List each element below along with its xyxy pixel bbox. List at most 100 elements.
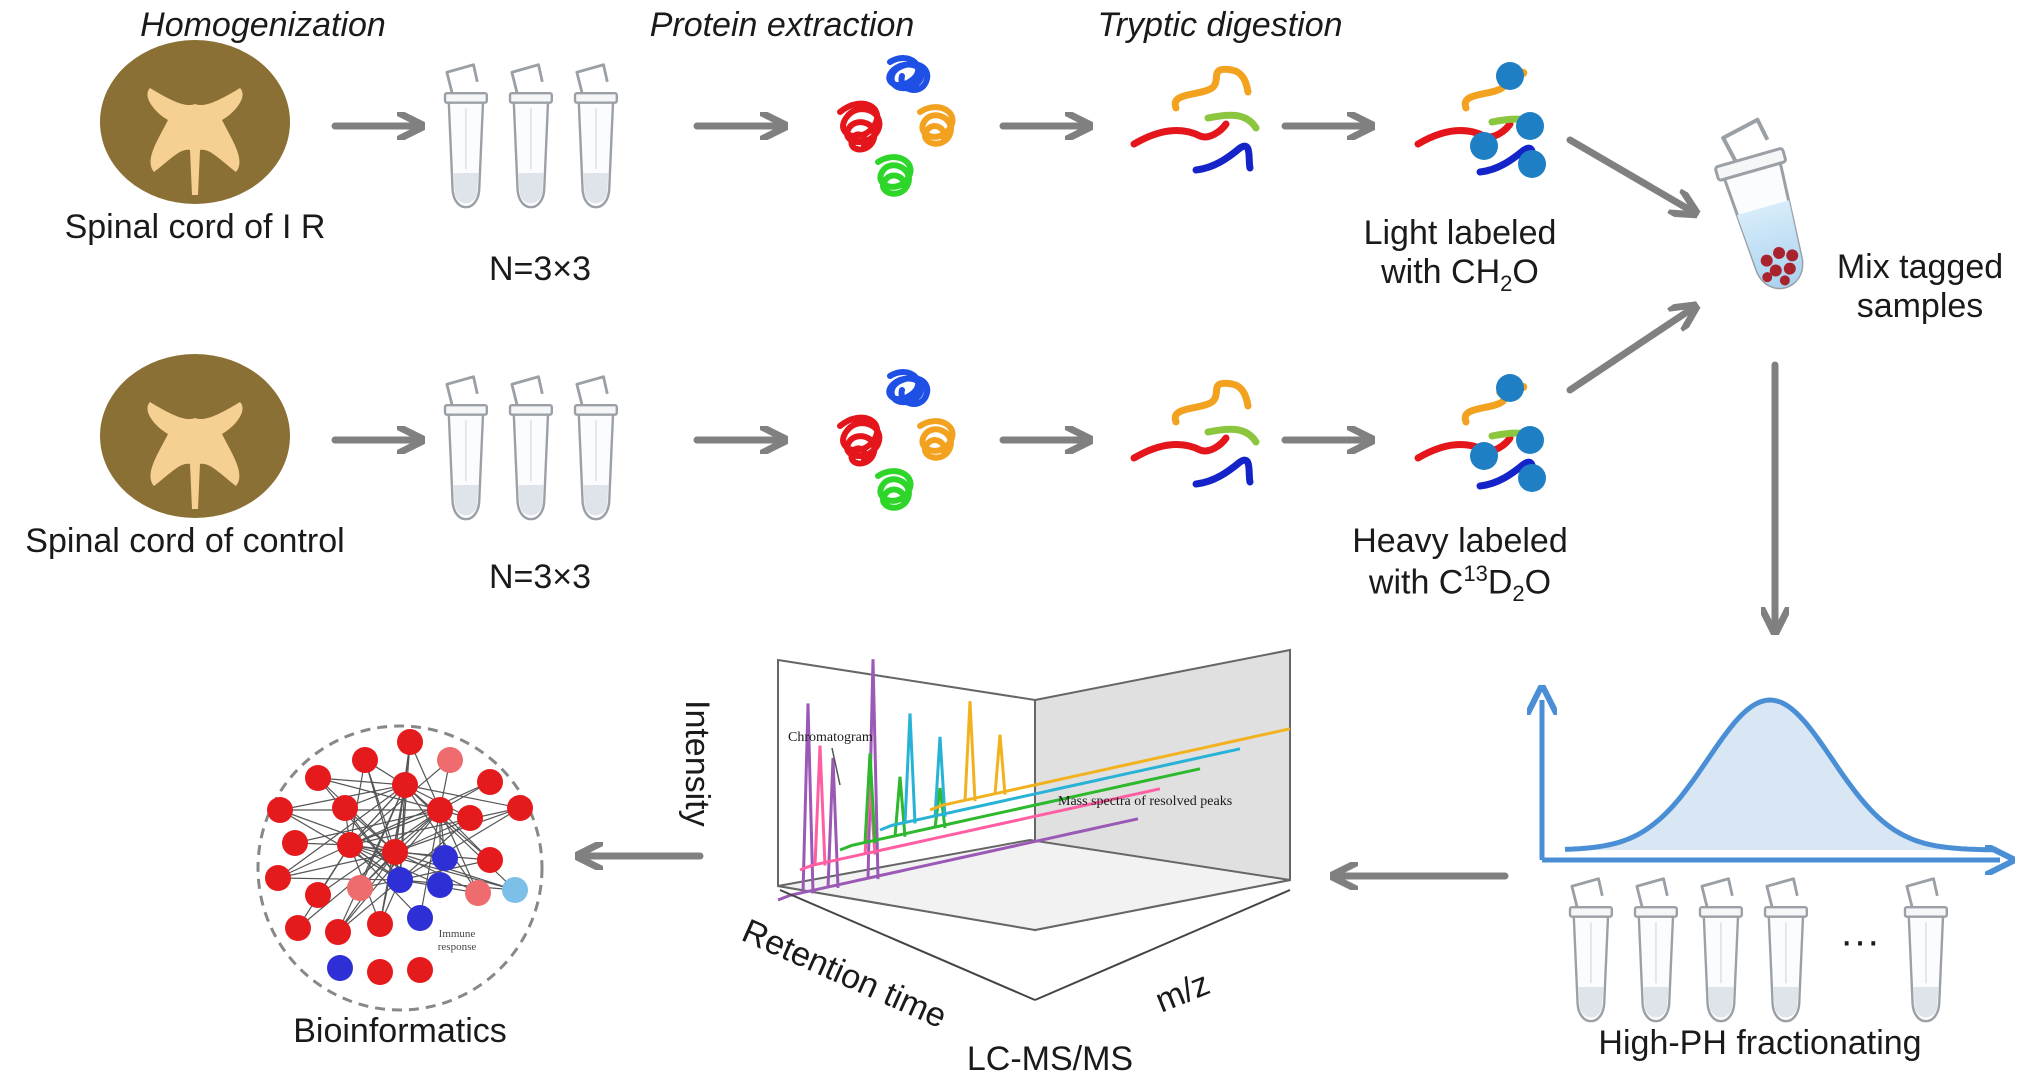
lcms-peak	[963, 701, 977, 802]
network-edge	[317, 777, 396, 853]
heavy-label-line2: with C13D2O	[1330, 561, 1590, 606]
heavy-label-subscript: 2	[1512, 581, 1525, 607]
light-label-suffix: O	[1512, 253, 1539, 292]
network-node	[347, 875, 373, 901]
heavy-label-line1: Heavy labeled	[1352, 522, 1568, 560]
fraction-tube-icon	[1698, 877, 1743, 1023]
network-node	[427, 797, 453, 823]
network-annotation-line1: Immune	[438, 928, 476, 940]
protein-tangle-control-icon	[837, 369, 956, 511]
network-node	[325, 919, 351, 945]
step-protein-extraction: Protein extraction	[649, 6, 915, 44]
network-node	[477, 847, 503, 873]
sample-tube-icon	[508, 63, 553, 209]
replicate-count-ir: N=3×3	[488, 250, 592, 288]
network-edge	[349, 781, 491, 846]
fraction-tube-icon	[1763, 877, 1808, 1023]
network-edge	[297, 809, 441, 929]
network-node	[332, 795, 358, 821]
lcms-peak	[801, 703, 815, 894]
network-node	[502, 877, 528, 903]
network-node	[267, 797, 293, 823]
network-edge	[404, 784, 516, 891]
lcms-peak	[903, 713, 917, 824]
network-edge	[279, 809, 396, 853]
light-label-prefix: with CH	[1381, 253, 1501, 292]
network-node	[282, 830, 308, 856]
network-edge	[349, 809, 441, 846]
lcms-3d-plot	[777, 648, 1291, 1001]
network-edge	[399, 784, 406, 881]
network-edge	[394, 817, 471, 853]
fraction-tube-icon	[1903, 877, 1948, 1023]
network-annotation: Immune response	[412, 928, 502, 954]
light-label-line2: with CH2O	[1330, 253, 1590, 296]
network-node	[392, 772, 418, 798]
lcms-mass-spectra-annotation: Mass spectra of resolved peaks	[1058, 794, 1233, 809]
network-node	[432, 845, 458, 871]
network-node	[477, 769, 503, 795]
network-edge	[439, 809, 479, 894]
flow-arrows	[331, 126, 1775, 876]
network-node	[382, 839, 408, 865]
network-node	[457, 805, 483, 831]
spinal-cord-ir-icon	[100, 40, 290, 204]
network-edge	[337, 809, 441, 933]
network-node	[367, 959, 393, 985]
bioinformatics-label: Bioinformatics	[293, 1012, 507, 1050]
network-edge	[399, 879, 516, 891]
lcms-trace	[839, 767, 1201, 852]
light-label-line1: Light labeled	[1363, 214, 1557, 252]
network-node	[327, 955, 353, 981]
interaction-network	[256, 724, 544, 1012]
network-edge	[349, 784, 406, 846]
peptides-ir-icon	[1130, 65, 1260, 174]
heavy-label-superscript: 13	[1463, 561, 1488, 587]
network-node	[407, 905, 433, 931]
replicate-count-control: N=3×3	[488, 558, 592, 596]
fraction-tube-icon	[1568, 877, 1613, 1023]
sample-tube-icon	[573, 63, 618, 209]
network-edge	[337, 879, 401, 933]
network-edge	[419, 809, 441, 919]
sample-tubes-control	[443, 375, 618, 521]
sample-tube-icon	[508, 375, 553, 521]
network-node	[285, 915, 311, 941]
fraction-tube-icon	[1633, 877, 1678, 1023]
lcms-peak	[826, 757, 840, 888]
network-edge	[394, 851, 516, 891]
network-edge	[394, 807, 521, 853]
sample-tube-icon	[443, 63, 488, 209]
network-node	[265, 865, 291, 891]
mix-label-line2: samples	[1856, 287, 1984, 326]
fractionating-label: High-PH fractionating	[1598, 1024, 1922, 1062]
light-labeled-label: Light labeled with CH2O	[1330, 214, 1590, 296]
sample-tube-icon	[573, 375, 618, 521]
spinal-cord-control-icon	[100, 354, 290, 518]
heavy-label-middle: D	[1487, 563, 1513, 602]
light-labeled-peptides-icon	[1414, 62, 1546, 178]
network-edge	[294, 809, 441, 844]
lcms-peak	[993, 734, 1007, 795]
heavy-label-prefix: with C	[1368, 563, 1464, 602]
sample-tube-icon	[443, 375, 488, 521]
network-edge	[344, 807, 401, 881]
mix-tagged-label: Mix tagged samples	[1820, 248, 2020, 326]
sample-ir-label: Spinal cord of I R	[64, 208, 326, 246]
fractionation-curve-chart	[1542, 700, 2000, 860]
fraction-ellipsis: ···	[1840, 919, 1880, 963]
sample-control-label: Spinal cord of control	[25, 522, 345, 560]
network-node	[305, 765, 331, 791]
lcms-chromatogram-annotation: Chromatogram	[788, 730, 873, 745]
heavy-labeled-label: Heavy labeled with C13D2O	[1330, 522, 1590, 607]
lcms-intensity-axis-label: Intensity	[678, 700, 716, 827]
network-node	[352, 747, 378, 773]
fraction-tubes	[1568, 877, 1948, 1023]
protein-tangle-ir-icon	[837, 55, 956, 197]
lcms-label: LC-MS/MS	[966, 1040, 1134, 1078]
network-edge	[277, 877, 401, 881]
network-edge	[349, 759, 366, 846]
sample-tubes-ir	[443, 63, 618, 209]
network-annotation-line2: response	[437, 941, 477, 954]
